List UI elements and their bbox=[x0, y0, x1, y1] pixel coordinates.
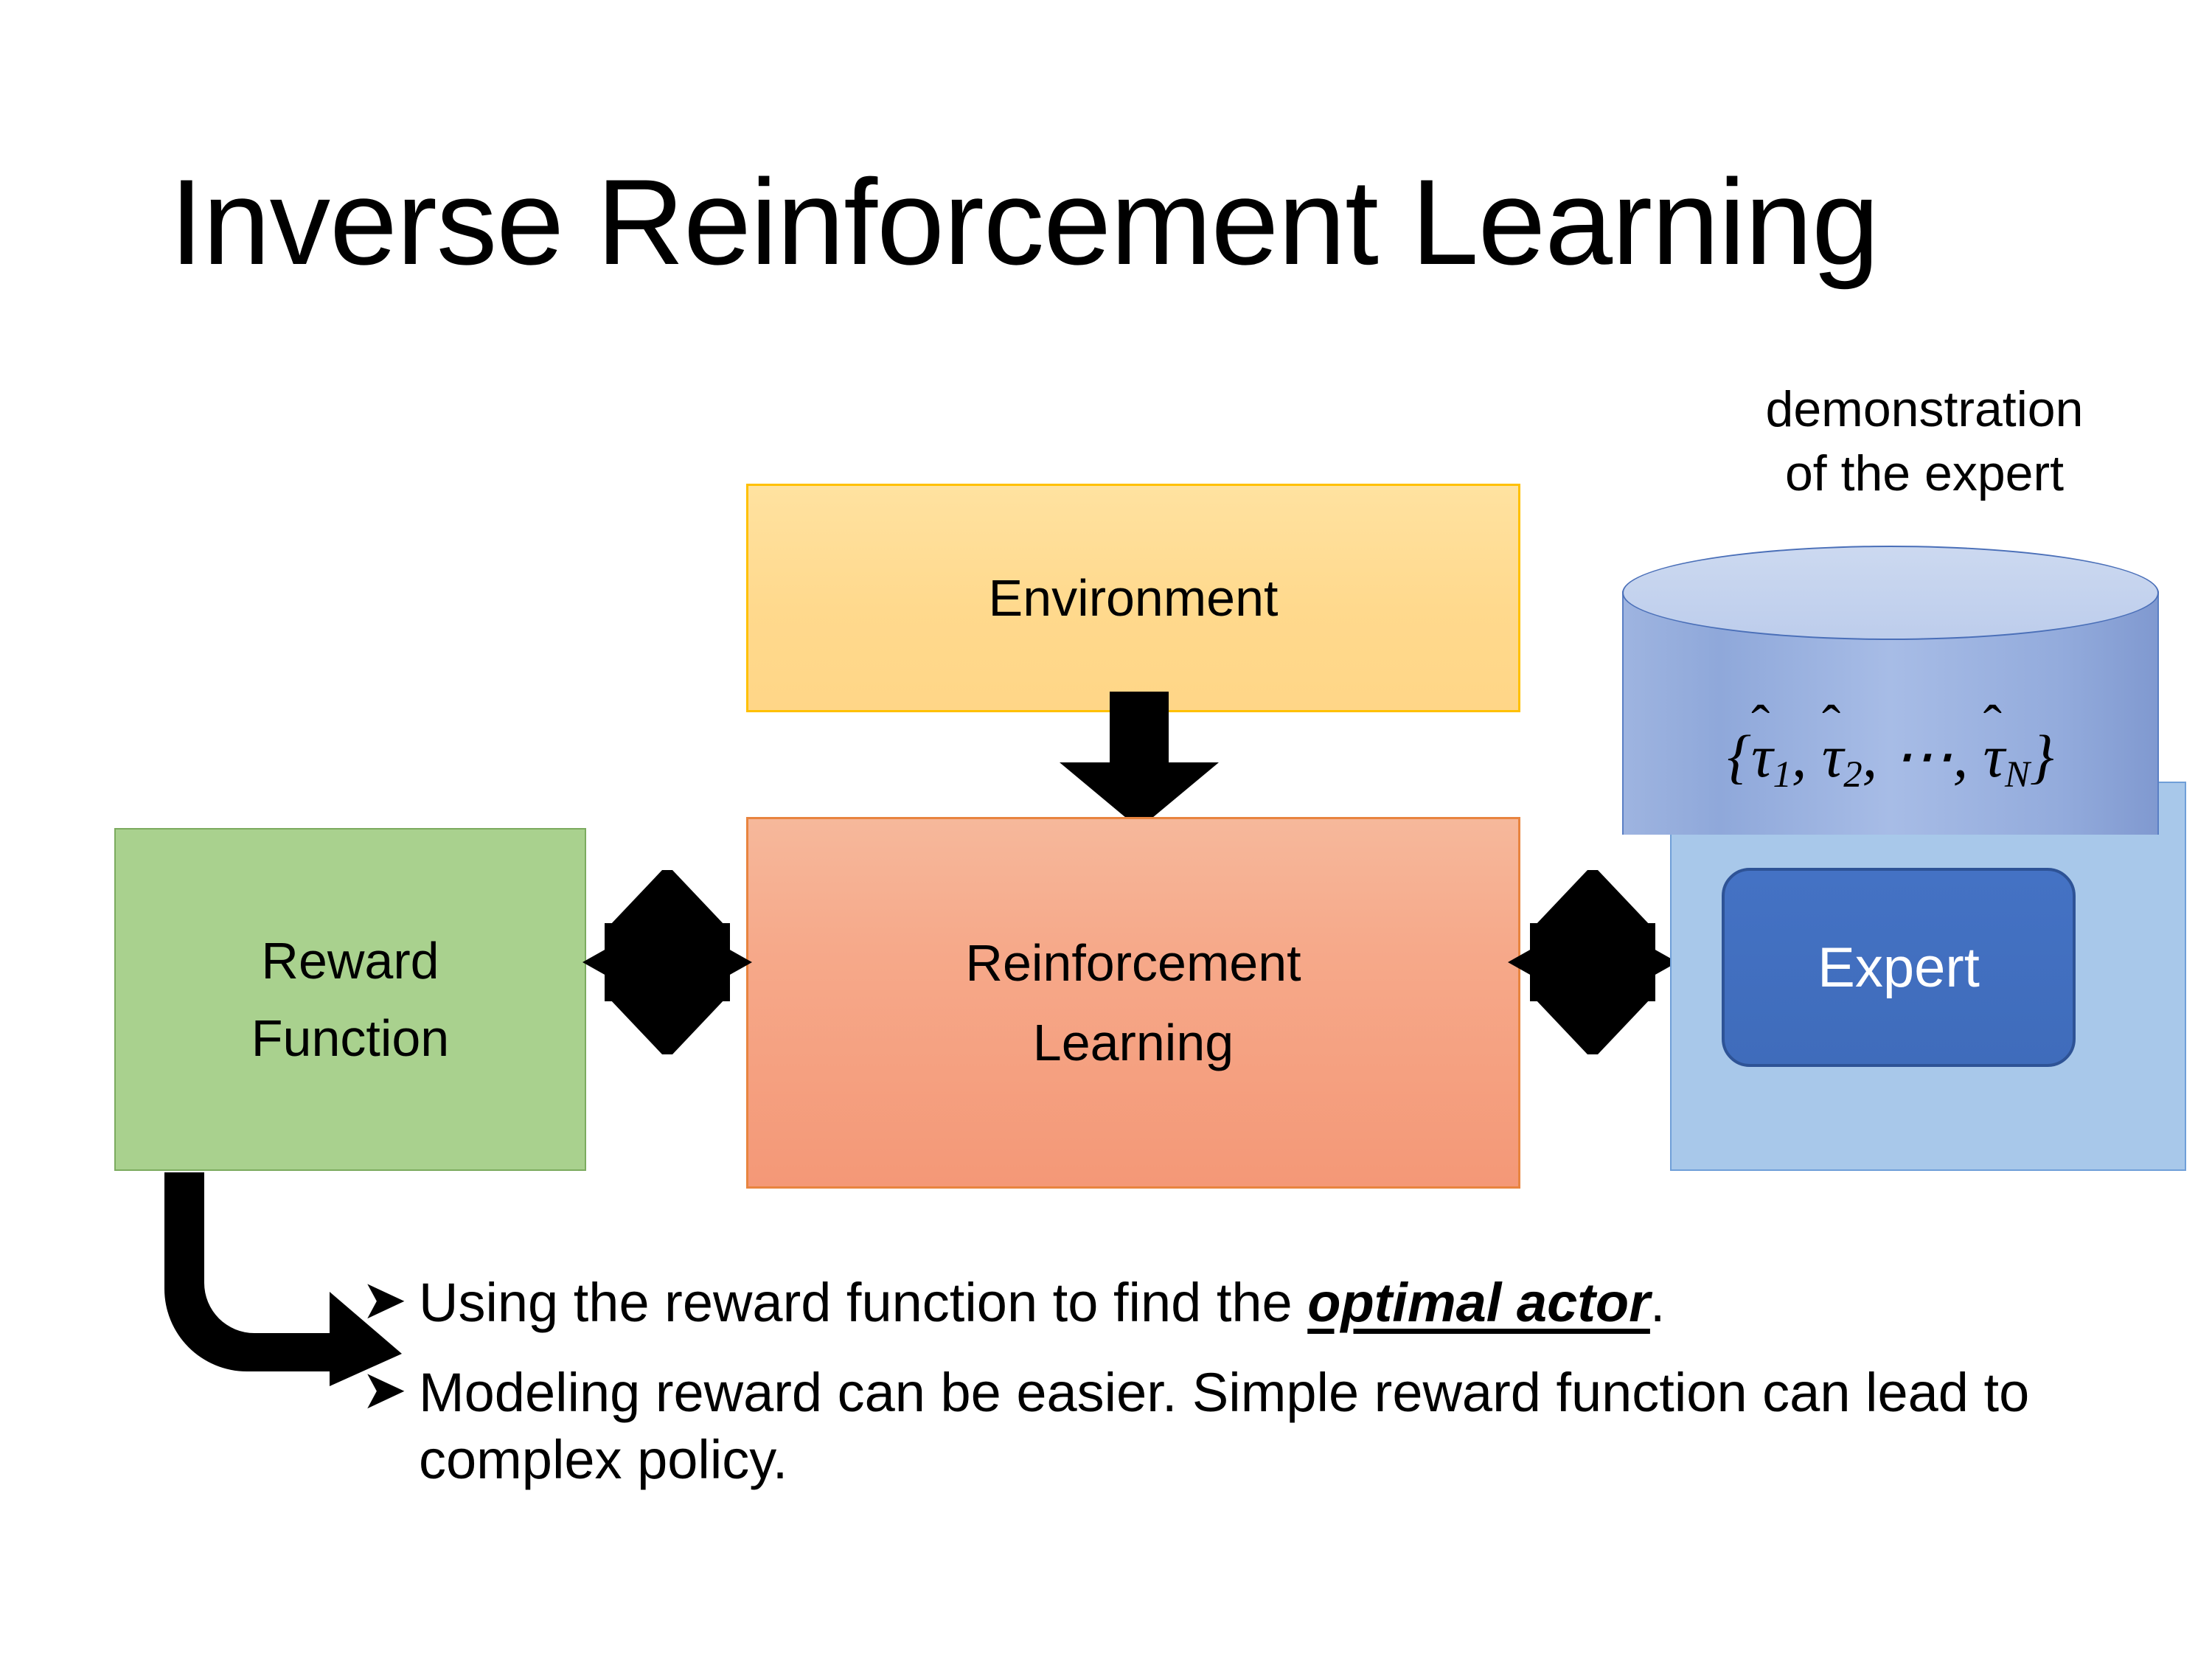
tau-subscript-n: N bbox=[2005, 754, 2030, 796]
bullet-text-2: Modeling reward can be easier. Simple re… bbox=[419, 1362, 2030, 1490]
expert-chip-label: Expert bbox=[1818, 936, 1980, 999]
reward-box-label-line1: Reward bbox=[261, 931, 439, 990]
formula-comma-1: , bbox=[1791, 723, 1807, 790]
quad-arrow-icon-left bbox=[582, 870, 752, 1054]
hat-accent-1: ˆ bbox=[1751, 695, 1770, 757]
environment-box[interactable]: Environment bbox=[746, 484, 1520, 712]
hat-accent-n: ˆ bbox=[1983, 695, 2002, 757]
quad-arrow-icon-right bbox=[1508, 870, 1677, 1054]
tau-subscript-2: 2 bbox=[1843, 754, 1863, 796]
bullet-1-emphasis: optimal actor bbox=[1307, 1272, 1650, 1333]
page-title: Inverse Reinforcement Learning bbox=[170, 154, 1879, 290]
reward-function-box[interactable]: Reward Function bbox=[114, 828, 586, 1171]
reinforcement-learning-box[interactable]: Reinforcement Learning bbox=[746, 817, 1520, 1189]
list-item: ➤ Modeling reward can be easier. Simple … bbox=[361, 1359, 2057, 1493]
formula-comma-2: , bbox=[1862, 723, 1878, 790]
formula-close-brace: } bbox=[2029, 723, 2054, 790]
rl-box-label-line1: Reinforcement bbox=[965, 933, 1301, 992]
bullet-1-text-after: . bbox=[1649, 1272, 1666, 1333]
formula-ellipsis: ⋯ bbox=[1892, 723, 1953, 790]
tau-glyph-n: τ bbox=[1983, 723, 2005, 790]
tau-glyph-2: τ bbox=[1821, 723, 1844, 790]
list-item: ➤ Using the reward function to find the … bbox=[361, 1269, 2057, 1336]
tau-subscript-1: 1 bbox=[1773, 754, 1792, 796]
formula-comma-3: , bbox=[1952, 723, 1969, 790]
bullet-list: ➤ Using the reward function to find the … bbox=[361, 1269, 2057, 1517]
demonstration-label: demonstration of the expert bbox=[1652, 378, 2197, 506]
demonstration-label-line1: demonstration bbox=[1765, 381, 2084, 437]
bent-arrow-icon bbox=[164, 1172, 402, 1386]
tau-glyph-1: τ bbox=[1751, 723, 1773, 790]
environment-box-label: Environment bbox=[988, 569, 1279, 627]
down-arrow-icon bbox=[1060, 692, 1219, 829]
demonstration-label-line2: of the expert bbox=[1784, 445, 2065, 502]
bullet-1-text-before: Using the reward function to find the bbox=[419, 1272, 1308, 1333]
rl-box-label-line2: Learning bbox=[1032, 1014, 1234, 1071]
expert-chip[interactable]: Expert bbox=[1722, 868, 2076, 1067]
hat-accent-2: ˆ bbox=[1821, 695, 1841, 757]
formula-open-brace: { bbox=[1727, 723, 1752, 790]
bullet-marker-icon: ➤ bbox=[361, 1269, 408, 1330]
reward-box-label-line2: Function bbox=[251, 1009, 450, 1067]
bullet-text-1: Using the reward function to find the op… bbox=[419, 1270, 1665, 1336]
bullet-marker-icon: ➤ bbox=[361, 1359, 408, 1421]
cylinder-top-ellipse bbox=[1622, 546, 2159, 640]
